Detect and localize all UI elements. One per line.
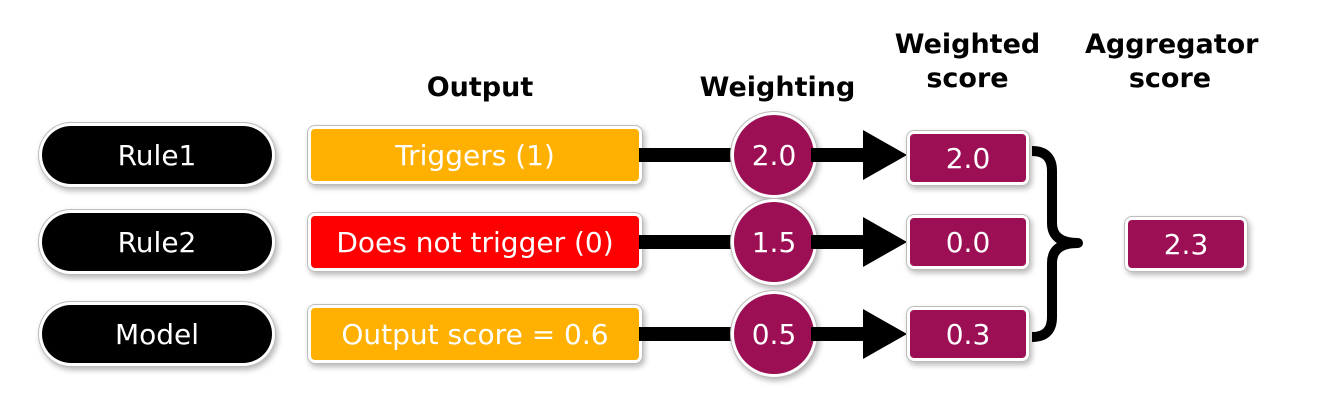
header-weighted-score: Weighted score (885, 28, 1050, 96)
rule-pill-rule2: Rule2 (42, 213, 272, 271)
output-label: Triggers (1) (395, 138, 555, 172)
weighted-score-label: 0.0 (945, 225, 991, 259)
weighted-score-box-rule2: 0.0 (910, 218, 1026, 266)
connector-line (639, 327, 739, 341)
weight-label: 1.5 (751, 225, 797, 259)
rule-pill-model: Model (42, 305, 272, 363)
header-aggregator-score-line1: Aggregator (1085, 29, 1259, 60)
output-box-rule2: Does not trigger (0) (311, 216, 639, 268)
output-box-model: Output score = 0.6 (311, 308, 639, 360)
weight-label: 2.0 (751, 138, 797, 172)
arrow-icon (811, 217, 907, 267)
header-weighted-score-line1: Weighted (894, 29, 1041, 60)
rule-pill-rule1: Rule1 (42, 126, 272, 184)
header-weighted-score-line2: score (926, 63, 1009, 94)
weighted-score-box-model: 0.3 (910, 310, 1026, 358)
header-output-label: Output (426, 72, 534, 103)
output-label: Does not trigger (0) (336, 225, 614, 259)
curly-brace-icon (1031, 146, 1083, 342)
weight-circle-rule2: 1.5 (734, 202, 814, 282)
header-aggregator-score-line2: score (1128, 63, 1212, 94)
header-aggregator-score: Aggregator score (1085, 28, 1259, 96)
rule-label: Model (114, 317, 200, 351)
weighted-score-label: 2.0 (945, 141, 991, 175)
rule-label: Rule2 (117, 225, 197, 259)
connector-line (639, 235, 739, 249)
arrow-icon (811, 130, 907, 180)
header-weighting-label: Weighting (699, 72, 856, 103)
header-weighting: Weighting (690, 71, 865, 105)
weighted-score-label: 0.3 (945, 317, 991, 351)
weight-circle-model: 0.5 (734, 294, 814, 374)
rule-label: Rule1 (117, 138, 197, 172)
arrow-icon (811, 309, 907, 359)
weight-circle-rule1: 2.0 (734, 115, 814, 195)
output-box-rule1: Triggers (1) (311, 129, 639, 181)
aggregator-score-label: 2.3 (1163, 227, 1209, 261)
header-output: Output (400, 71, 560, 105)
output-label: Output score = 0.6 (341, 317, 609, 351)
aggregator-score-box: 2.3 (1128, 220, 1244, 268)
weighted-score-box-rule1: 2.0 (910, 134, 1026, 182)
weight-label: 0.5 (751, 317, 797, 351)
connector-line (639, 148, 739, 162)
